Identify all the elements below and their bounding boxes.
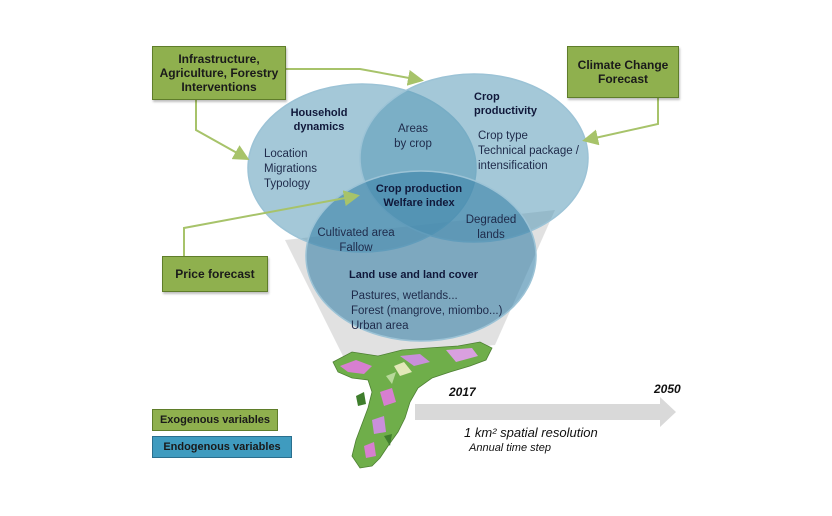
- resolution-note: 1 km² spatial resolution: [464, 425, 598, 440]
- mozambique-map: [332, 341, 493, 469]
- price-arrow: [183, 190, 360, 256]
- price-box: Price forecast: [162, 256, 268, 292]
- landuse-circle: [305, 170, 537, 342]
- legend-exogenous: Exogenous variables: [152, 409, 278, 431]
- crop-items: Crop type Technical package / intensific…: [478, 130, 580, 172]
- end-year: 2050: [654, 382, 681, 396]
- climate-label: Climate Change Forecast: [577, 58, 669, 86]
- landuse-title: Land use and land cover: [349, 269, 478, 281]
- climate-box: Climate Change Forecast: [567, 46, 679, 98]
- center-label: Crop production Welfare index: [375, 183, 463, 209]
- landuse-items: Pastures, wetlands... Forest (mangrove, …: [351, 290, 503, 332]
- interventions-arrow-right: [286, 68, 424, 86]
- cultivated-label: Cultivated area Fallow: [317, 227, 395, 254]
- climate-arrow: [582, 98, 659, 146]
- price-label: Price forecast: [175, 267, 255, 281]
- interventions-arrow-down: [195, 100, 250, 160]
- interventions-label: Infrastructure, Agriculture, Forestry In…: [159, 52, 279, 94]
- household-title: Household dynamics: [290, 107, 348, 133]
- start-year: 2017: [449, 385, 476, 399]
- degraded-label: Degraded lands: [465, 214, 517, 241]
- areas-by-crop-label: Areas by crop: [394, 123, 432, 150]
- timeline-arrow: [415, 397, 676, 427]
- legend-endogenous: Endogenous variables: [152, 436, 292, 458]
- interventions-box: Infrastructure, Agriculture, Forestry In…: [152, 46, 286, 100]
- household-items: Location Migrations Typology: [264, 148, 318, 190]
- timestep-note: Annual time step: [469, 442, 551, 454]
- crop-title: Crop productivity: [474, 91, 537, 117]
